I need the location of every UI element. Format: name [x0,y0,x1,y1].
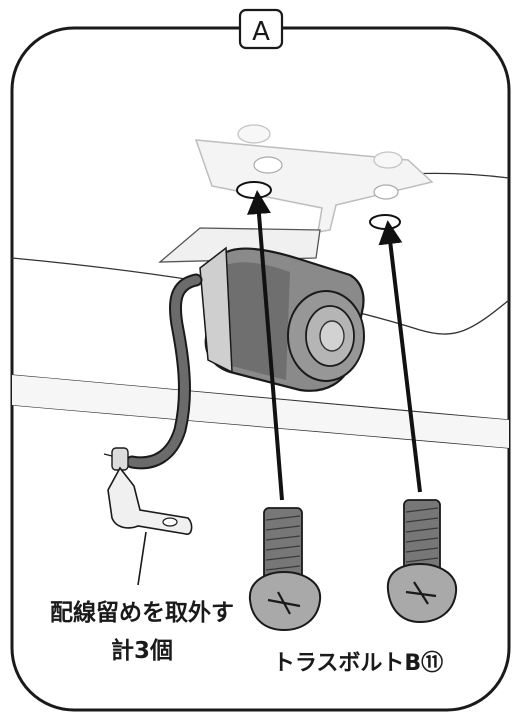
bumper-underside [12,375,509,448]
bracket-hole-right [373,184,399,200]
camera-lens [319,320,345,352]
truss-bolt-left [248,507,322,632]
panel-label-box [238,8,284,50]
camera-cable [103,273,203,471]
truss-bolt-right [386,499,458,624]
bracket-hole-left [253,156,283,174]
cable-clip-callout-line2: 計3個 [111,637,173,664]
bolt-callout: トラスボルトB⑪ [273,650,443,676]
mount-hole-left [236,181,272,199]
clip-slot [162,517,178,527]
clip-leader-line [137,531,147,586]
cable-clip [107,466,193,535]
mount-hole-right [369,214,401,230]
bracket-bolt-cap-right [373,151,403,169]
cable-clip-callout-line1: 配線留めを取外す [50,599,234,626]
bracket-bolt-cap-left [237,124,271,144]
arrow-right [378,220,422,493]
arrow-left [247,190,284,501]
phillips-cross-left [267,591,301,615]
panel-label: A [252,17,270,47]
phillips-cross-right [405,581,437,605]
